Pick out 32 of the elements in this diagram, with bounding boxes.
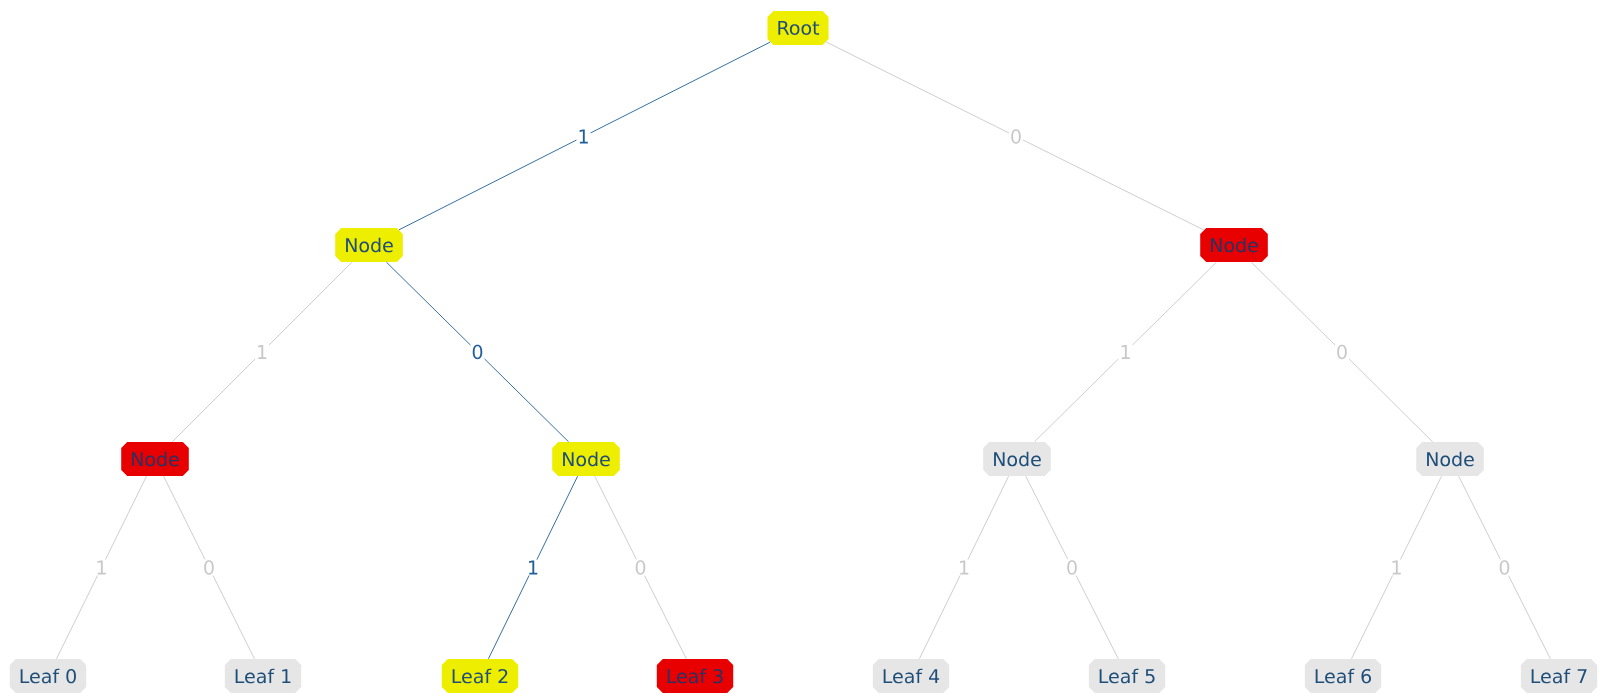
- node-box: Node: [1200, 228, 1268, 262]
- leaf-box: Leaf 4: [872, 659, 950, 693]
- leaf-box: Leaf 0: [9, 659, 87, 693]
- branch-line: [487, 475, 579, 660]
- branch-line: [171, 261, 353, 443]
- branch-line: [594, 475, 687, 660]
- node-box: Node: [983, 442, 1051, 476]
- leaf-box: Leaf 6: [1304, 659, 1382, 693]
- node-box: Node: [121, 442, 189, 476]
- edge-label: 0: [470, 343, 485, 361]
- branch-line: [1458, 475, 1551, 660]
- leaf-box: Leaf 2: [441, 659, 519, 693]
- branch-line: [1025, 475, 1119, 660]
- branch-line: [825, 41, 1205, 231]
- branch-line: [56, 475, 147, 660]
- node-box: Node: [335, 228, 403, 262]
- node-box: Node: [1416, 442, 1484, 476]
- branch-line: [1351, 475, 1442, 660]
- branch-line: [1034, 261, 1218, 443]
- branch-line: [386, 261, 570, 443]
- node-box: Node: [552, 442, 620, 476]
- leaf-box: Leaf 3: [656, 659, 734, 693]
- edge-label: 1: [525, 559, 541, 576]
- branch-line: [1250, 261, 1434, 443]
- leaf-box: Leaf 7: [1520, 659, 1598, 693]
- root-box: Root: [767, 11, 829, 45]
- leaf-box: Leaf 5: [1088, 659, 1166, 693]
- branch-line: [918, 475, 1010, 660]
- branch-line: [398, 41, 771, 231]
- edge-label: 1: [576, 128, 591, 145]
- leaf-box: Leaf 1: [224, 659, 302, 693]
- branch-line: [163, 475, 255, 660]
